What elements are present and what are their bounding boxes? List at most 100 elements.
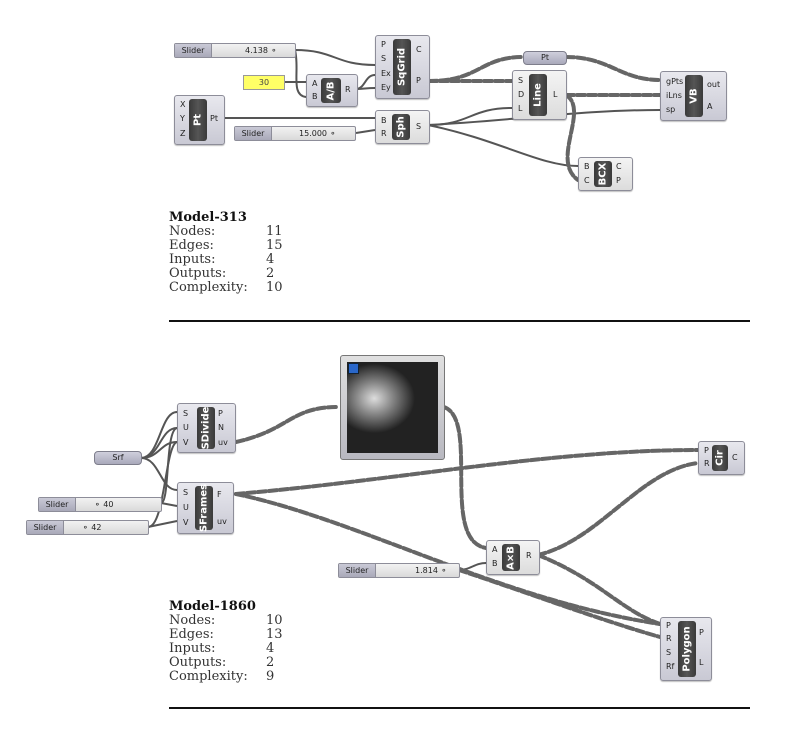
port-output: L bbox=[553, 90, 558, 99]
port-input: U bbox=[183, 423, 189, 432]
wire bbox=[294, 49, 307, 98]
port-input: B bbox=[492, 559, 498, 568]
wire-dashed bbox=[234, 405, 340, 444]
slider-size[interactable]: Slider 4.138 ⚬ bbox=[174, 43, 296, 58]
component-name: Sph bbox=[395, 116, 407, 138]
slider-value: ⚬ 40 bbox=[94, 500, 114, 509]
component-sqgrid[interactable]: P S Ex Ey SqGrid C P bbox=[375, 35, 430, 99]
port-input: D bbox=[518, 90, 525, 99]
component-name: Pt bbox=[192, 113, 204, 127]
component-name: SDivide bbox=[200, 406, 212, 450]
wire bbox=[427, 107, 513, 126]
port-output: S bbox=[416, 122, 422, 131]
component-name: BCX bbox=[597, 162, 609, 186]
port-input: Ey bbox=[381, 83, 391, 92]
slider-factor[interactable]: Slider 1.814 ⚬ bbox=[338, 563, 460, 578]
wire bbox=[147, 441, 178, 528]
component-division[interactable]: A B A/B R bbox=[306, 74, 358, 107]
wire bbox=[140, 441, 178, 459]
divider bbox=[169, 320, 750, 322]
port-input: V bbox=[183, 518, 189, 527]
port-output: L bbox=[699, 658, 704, 667]
param-point[interactable]: Pt bbox=[523, 51, 567, 65]
model-title: Model-313 bbox=[169, 210, 247, 225]
port-input: V bbox=[183, 438, 189, 447]
port-input: Rf bbox=[666, 662, 675, 671]
param-surface[interactable]: Srf bbox=[94, 451, 142, 465]
wire-dashed bbox=[536, 461, 700, 557]
image-preview bbox=[347, 362, 438, 453]
stat-row: Edges:15 bbox=[169, 239, 283, 253]
component-name: A×B bbox=[505, 545, 517, 570]
slider-v-count[interactable]: Slider ⚬ 42 bbox=[26, 520, 149, 535]
wire bbox=[355, 129, 376, 134]
number-panel[interactable]: 30 bbox=[243, 75, 285, 90]
stat-label: Outputs: bbox=[169, 266, 227, 281]
component-circle[interactable]: P R Cir C bbox=[698, 441, 745, 475]
port-input: S bbox=[183, 488, 189, 497]
stat-value: 11 bbox=[266, 224, 283, 239]
wire bbox=[355, 74, 376, 90]
stat-row: Inputs:4 bbox=[169, 642, 283, 656]
port-output: R bbox=[526, 551, 532, 560]
component-bcx[interactable]: B C BCX C P bbox=[578, 157, 633, 191]
slider-value: 15.000 ⚬ bbox=[299, 129, 337, 138]
slider-label: Slider bbox=[339, 564, 376, 577]
port-output: P bbox=[218, 409, 223, 418]
component-construct-point[interactable]: X Y Z Pt Pt bbox=[174, 95, 225, 145]
port-input: P bbox=[381, 40, 386, 49]
port-input: S bbox=[381, 54, 387, 63]
port-output: P bbox=[616, 176, 621, 185]
stat-row: Outputs:2 bbox=[169, 656, 283, 670]
component-line[interactable]: S D L Line L bbox=[512, 70, 567, 120]
wire bbox=[140, 457, 178, 491]
port-input: Y bbox=[180, 114, 185, 123]
component-polygon[interactable]: P R S Rf Polygon P L bbox=[660, 617, 712, 681]
wire bbox=[294, 49, 376, 66]
stat-value: 9 bbox=[266, 669, 275, 684]
stat-row: Inputs:4 bbox=[169, 253, 283, 267]
port-input: R bbox=[704, 459, 710, 468]
divider bbox=[169, 707, 750, 709]
port-input: B bbox=[312, 92, 318, 101]
stat-value: 13 bbox=[266, 627, 283, 642]
wire-dashed bbox=[564, 93, 580, 182]
slider-u-count[interactable]: Slider ⚬ 40 bbox=[38, 497, 162, 512]
stat-value: 2 bbox=[266, 655, 275, 670]
port-input: iLns bbox=[666, 91, 682, 100]
component-name: Cir bbox=[714, 450, 726, 466]
slider-radius[interactable]: Slider 15.000 ⚬ bbox=[234, 126, 356, 141]
port-input: P bbox=[704, 446, 709, 455]
wire-dashed bbox=[234, 448, 700, 496]
port-output: N bbox=[218, 423, 224, 432]
port-input: U bbox=[183, 503, 189, 512]
wire bbox=[355, 87, 376, 90]
component-multiplication[interactable]: A B A×B R bbox=[486, 540, 540, 575]
component-sframes[interactable]: S U V SFrames F uv bbox=[177, 482, 234, 534]
wire bbox=[140, 427, 178, 459]
port-output: F bbox=[217, 490, 222, 499]
stat-row: Outputs:2 bbox=[169, 267, 283, 281]
save-icon[interactable] bbox=[348, 363, 359, 374]
wire-dashed bbox=[564, 55, 662, 82]
wire bbox=[147, 520, 178, 528]
wire-dashed bbox=[536, 553, 662, 626]
stat-row: Nodes:10 bbox=[169, 614, 283, 628]
panel-value: 30 bbox=[258, 78, 270, 87]
component-name: SqGrid bbox=[396, 47, 408, 87]
component-sphere[interactable]: B R Sph S bbox=[375, 110, 430, 144]
wire-dashed bbox=[457, 568, 662, 639]
port-input: R bbox=[381, 129, 387, 138]
component-vb[interactable]: gPts iLns sp VB out A bbox=[660, 71, 727, 121]
component-name: SFrames bbox=[198, 483, 210, 533]
port-output: C bbox=[416, 45, 422, 54]
component-sdivide[interactable]: S U V SDivide P N uv bbox=[177, 403, 236, 453]
stat-label: Complexity: bbox=[169, 669, 248, 684]
port-input: R bbox=[666, 634, 672, 643]
stat-label: Inputs: bbox=[169, 252, 216, 267]
image-viewer[interactable] bbox=[340, 355, 445, 460]
model-info-1860: Model-1860 Nodes:10 Edges:13 Inputs:4 Ou… bbox=[169, 600, 283, 684]
port-output: P bbox=[416, 76, 421, 85]
wire-dashed bbox=[234, 492, 662, 626]
stat-value: 10 bbox=[266, 280, 283, 295]
